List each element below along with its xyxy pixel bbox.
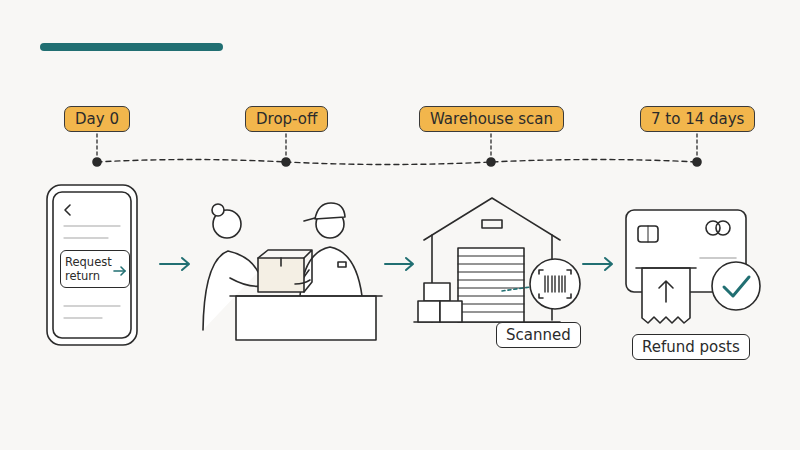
timeline (93, 134, 701, 166)
node-text: Warehouse scan (430, 110, 553, 128)
timeline-step: Warehouse scan (419, 106, 564, 132)
node-text: Scanned (506, 326, 571, 344)
status-tag: Refund posts (632, 334, 750, 360)
node-text: Drop-off (256, 110, 317, 128)
status-tag: Scanned (496, 322, 581, 348)
action-button: Request return (60, 250, 130, 288)
phone-sketch (47, 185, 137, 345)
handoff-scene (203, 203, 382, 340)
timeline-step: Day 0 (64, 106, 130, 132)
node-text: Day 0 (75, 110, 119, 128)
node-text: Refund posts (642, 338, 740, 356)
warehouse-sketch (414, 198, 580, 322)
refund-card-sketch (626, 210, 760, 323)
node-text: 7 to 14 days (651, 110, 744, 128)
timeline-step: Drop-off (245, 106, 328, 132)
timeline-step: 7 to 14 days (640, 106, 755, 132)
title-bar (44, 43, 219, 51)
node-text: Request return (65, 255, 115, 283)
